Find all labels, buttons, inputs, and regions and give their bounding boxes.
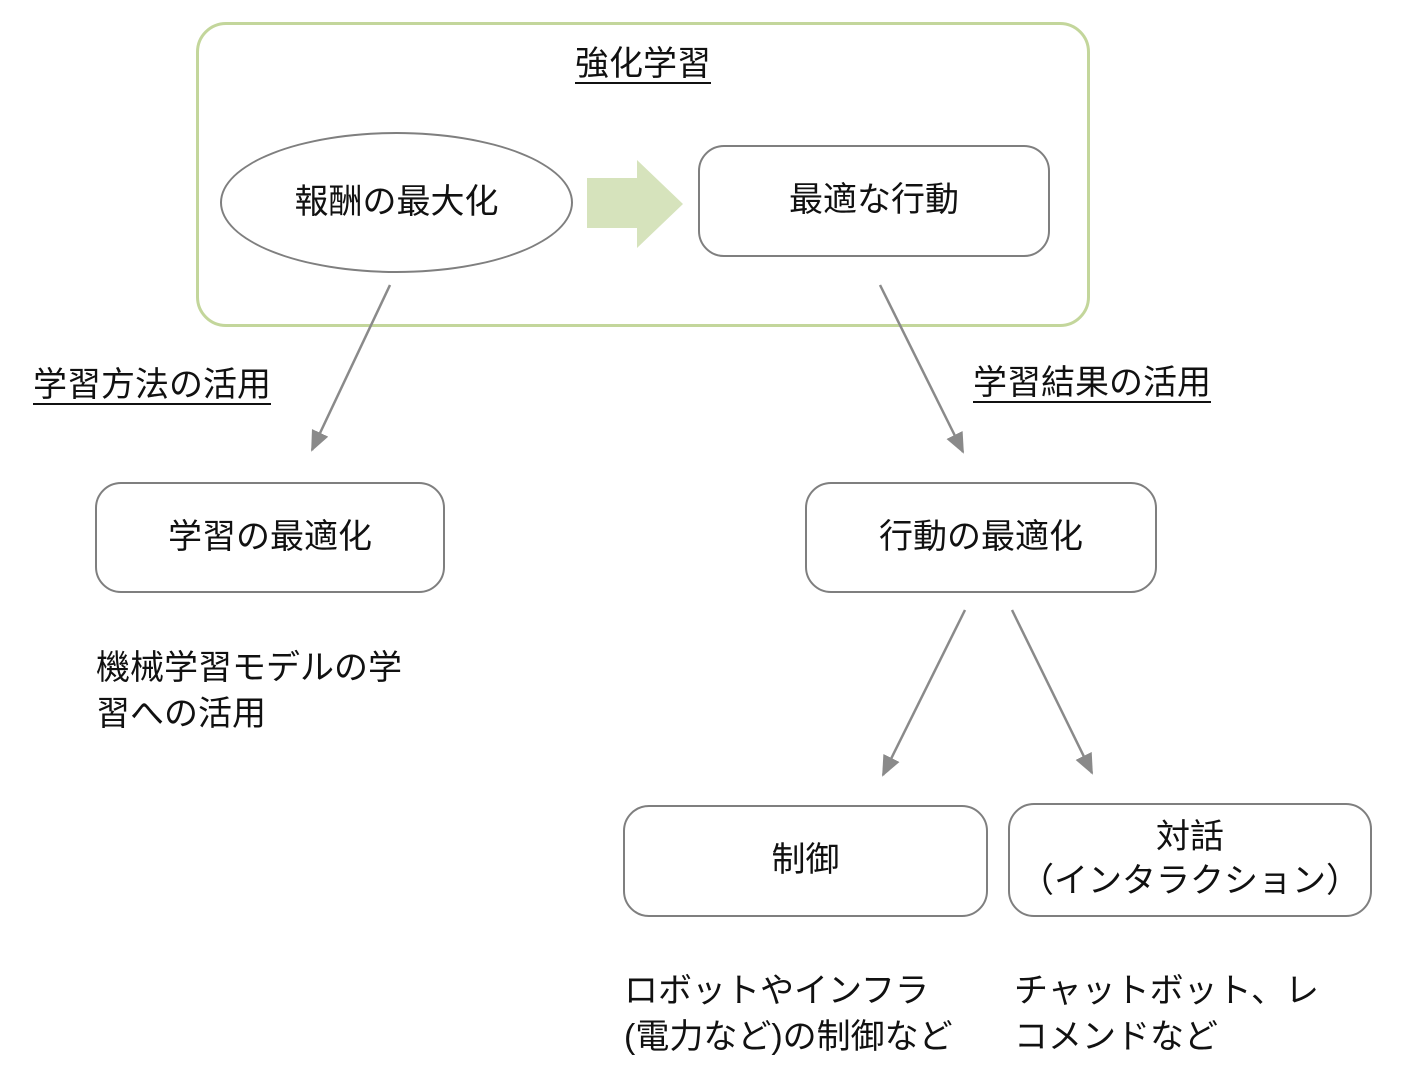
learning-note-caption: 機械学習モデルの学 習への活用 [96,649,402,733]
dialogue-label: 対話 （インタラクション） [1020,818,1360,900]
reward-label: 報酬の最大化 [294,182,499,221]
connector-action-opt-to-control [881,609,967,777]
learning-opt-label: 学習の最適化 [168,517,372,556]
rl-title: 強化学習 [575,45,711,83]
learning-opt-box: 学習の最適化 [95,482,445,593]
reward-ellipse: 報酬の最大化 [220,132,573,273]
optimal-action-label: 最適な行動 [789,181,959,220]
method-use-label: 学習方法の活用 [33,366,271,404]
dialogue-note-caption: チャットボット、レ コメンドなど [1014,972,1319,1056]
action-opt-box: 行動の最適化 [805,482,1157,593]
result-use-label: 学習結果の活用 [973,364,1211,402]
rl-container [196,22,1090,327]
control-label: 制御 [771,841,840,880]
control-note-caption: ロボットやインフラ (電力など)の制御など [624,972,953,1056]
optimal-action-box: 最適な行動 [698,145,1050,257]
connector-action-opt-to-dialogue [1010,609,1094,775]
dialogue-box: 対話 （インタラクション） [1008,803,1372,917]
action-opt-label: 行動の最適化 [879,517,1083,556]
control-box: 制御 [623,805,988,917]
right-block-arrow-icon [587,160,683,248]
